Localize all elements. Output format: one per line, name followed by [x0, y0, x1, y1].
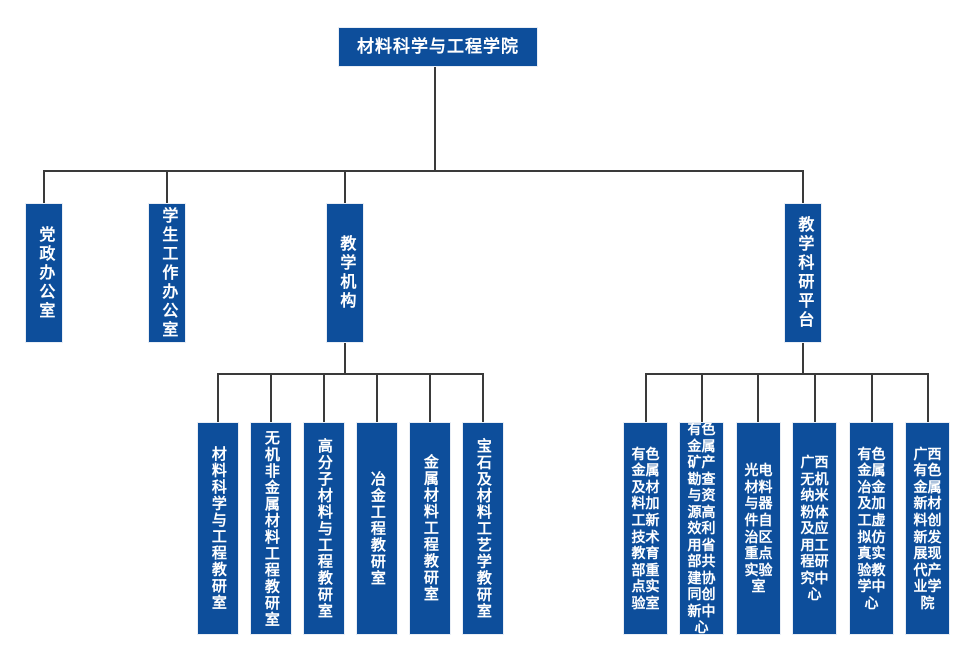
- node-dept-gemology-materials-technology[interactable]: 宝石及材料工艺学教研室: [462, 422, 504, 635]
- connector-level2-bus: [43, 170, 804, 172]
- node-student-affairs-office-label: 学生工作办公室: [159, 206, 177, 340]
- node-platform-modern-industry-college-label: 广西有色金属新材料创新发展现代产业学院: [913, 445, 942, 611]
- connector-drop-teaching-organizations: [344, 170, 346, 203]
- connector-root-stem: [434, 67, 436, 171]
- node-platform-modern-industry-college[interactable]: 广西有色金属新材料创新发展现代产业学院: [905, 422, 950, 635]
- connector-drop-dept-inorganic-nonmetallic: [270, 373, 272, 422]
- node-teaching-research-platform[interactable]: 教学科研平台: [784, 203, 822, 343]
- node-platform-virtual-simulation-center-label: 有色金属冶金及加工虚拟仿真实验教学中心: [857, 445, 886, 611]
- connector-drop-student-affairs-office: [166, 170, 168, 203]
- node-dept-metallurgical-engineering-label: 冶金工程教研室: [368, 470, 386, 587]
- node-teaching-organizations-label: 教学机构: [337, 235, 355, 311]
- connector-drop-platform-mineral-exploration-center: [701, 373, 703, 422]
- connector-drop-dept-polymer-materials: [323, 373, 325, 422]
- connector-drop-platform-virtual-simulation-center: [871, 373, 873, 422]
- node-dept-metallurgical-engineering[interactable]: 冶金工程教研室: [356, 422, 398, 635]
- node-dept-gemology-materials-technology-label: 宝石及材料工艺学教研室: [474, 437, 492, 620]
- connector-drop-dept-metal-materials-engineering: [429, 373, 431, 422]
- connector-research-platforms-bus: [645, 373, 928, 375]
- node-platform-mineral-exploration-center[interactable]: 有色金属矿产勘查与资源高效利用省部共建协同创新中心: [679, 422, 724, 635]
- connector-drop-platform-nonferrous-key-lab: [645, 373, 647, 422]
- node-platform-nonferrous-key-lab-label: 有色金属及材料加工新技术教育部重点实验室: [631, 445, 660, 611]
- connector-drop-dept-materials-science-engineering: [217, 373, 219, 422]
- node-dept-polymer-materials[interactable]: 高分子材料与工程教研室: [303, 422, 345, 635]
- connector-drop-teaching-research-platform: [802, 170, 804, 203]
- node-root-college-label: 材料科学与工程学院: [357, 37, 519, 57]
- node-dept-polymer-materials-label: 高分子材料与工程教研室: [315, 437, 333, 620]
- node-platform-nonferrous-key-lab[interactable]: 有色金属及材料加工新技术教育部重点实验室: [623, 422, 668, 635]
- node-platform-optoelectronic-key-lab-label: 光电材料与器件自治区重点实验室: [744, 462, 773, 595]
- node-teaching-organizations[interactable]: 教学机构: [326, 203, 364, 343]
- connector-drop-dept-metallurgical-engineering: [376, 373, 378, 422]
- node-teaching-research-platform-label: 教学科研平台: [795, 216, 813, 330]
- connector-teaching-organizations-stem: [344, 343, 346, 374]
- node-dept-materials-science-engineering-label: 材料科学与工程教研室: [209, 446, 227, 611]
- node-platform-nano-powder-center-label: 广西无机纳米粉体及应用工程研究中心: [800, 454, 829, 603]
- connector-drop-platform-optoelectronic-key-lab: [757, 373, 759, 422]
- node-platform-virtual-simulation-center[interactable]: 有色金属冶金及加工虚拟仿真实验教学中心: [849, 422, 894, 635]
- node-party-admin-office-label: 党政办公室: [36, 225, 54, 321]
- node-student-affairs-office[interactable]: 学生工作办公室: [148, 203, 186, 343]
- connector-drop-dept-gemology-materials-technology: [482, 373, 484, 422]
- connector-drop-party-admin-office: [43, 170, 45, 203]
- connector-drop-platform-nano-powder-center: [814, 373, 816, 422]
- connector-drop-platform-modern-industry-college: [927, 373, 929, 422]
- node-dept-metal-materials-engineering-label: 金属材料工程教研室: [421, 454, 439, 603]
- node-platform-optoelectronic-key-lab[interactable]: 光电材料与器件自治区重点实验室: [736, 422, 781, 635]
- node-dept-inorganic-nonmetallic[interactable]: 无机非金属材料工程教研室: [250, 422, 292, 635]
- node-dept-materials-science-engineering[interactable]: 材料科学与工程教研室: [197, 422, 239, 635]
- node-dept-inorganic-nonmetallic-label: 无机非金属材料工程教研室: [262, 429, 280, 628]
- node-root-college[interactable]: 材料科学与工程学院: [338, 27, 538, 67]
- node-platform-nano-powder-center[interactable]: 广西无机纳米粉体及应用工程研究中心: [792, 422, 837, 635]
- connector-teaching-research-platform-stem: [802, 343, 804, 374]
- connector-teaching-departments-bus: [217, 373, 483, 375]
- node-party-admin-office[interactable]: 党政办公室: [25, 203, 63, 343]
- node-platform-mineral-exploration-center-label: 有色金属矿产勘查与资源高效利用省部共建协同创新中心: [687, 422, 716, 635]
- node-dept-metal-materials-engineering[interactable]: 金属材料工程教研室: [409, 422, 451, 635]
